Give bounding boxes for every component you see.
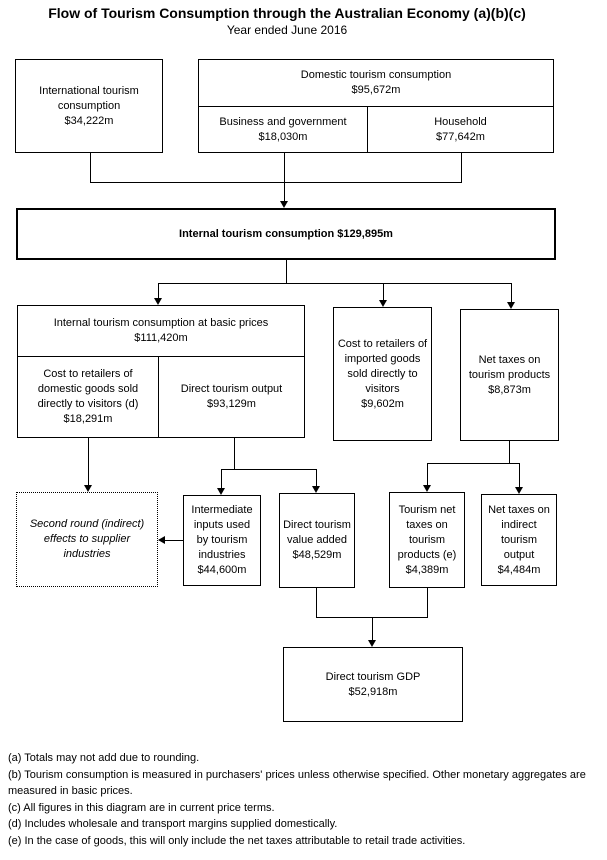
page-title: Flow of Tourism Consumption through the … (48, 5, 526, 21)
box-net-taxes-indirect-output: Net taxes on indirect tourism output $4,… (481, 494, 557, 586)
arrow-down-icon (217, 488, 225, 495)
box-label: Direct tourism GDP (325, 670, 421, 683)
basic-prices-header: Internal tourism consumption at basic pr… (18, 306, 304, 357)
flow-line (221, 469, 316, 470)
box-value: $48,529m (292, 549, 342, 561)
flow-line (427, 463, 520, 464)
flow-line (509, 441, 510, 463)
box-value: $52,918m (348, 685, 398, 698)
flow-line (165, 540, 183, 541)
box-label: Intermediate inputs used by tourism indu… (191, 504, 253, 561)
box-label: Net taxes on tourism products (468, 353, 551, 381)
arrow-left-icon (158, 536, 165, 544)
flow-line (316, 588, 317, 617)
box-cost-retailers-domestic-goods: Cost to retailers of domestic goods sold… (18, 357, 159, 437)
footnote: (d) Includes wholesale and transport mar… (8, 818, 338, 830)
flow-line (372, 617, 373, 640)
box-value: $18,030m (258, 130, 308, 143)
box-value: $4,484m (497, 563, 541, 576)
box-value: $93,129m (207, 398, 256, 410)
box-direct-tourism-value-added: Direct tourism value added $48,529m (279, 493, 355, 588)
flow-line (284, 153, 285, 201)
box-label: Direct tourism value added (283, 519, 351, 546)
box-value: $9,602m (361, 397, 404, 410)
box-label: consumption (57, 99, 121, 112)
box-label: Household (434, 115, 487, 128)
box-tourism-net-taxes-products: Tourism net taxes on tourism products (e… (389, 492, 465, 588)
box-internal-consumption-basic-prices: Internal tourism consumption at basic pr… (17, 305, 305, 438)
box-label: Business and government (219, 115, 347, 128)
box-internal-tourism-consumption: Internal tourism consumption $129,895m (16, 208, 556, 260)
arrow-down-icon (154, 298, 162, 305)
box-value: $44,600m (197, 564, 247, 576)
box-direct-tourism-output: Direct tourism output $93,129m (159, 357, 304, 437)
flow-line (90, 153, 91, 182)
box-value: $34,222m (64, 114, 114, 127)
box-international-tourism-consumption: International tourism consumption $34,22… (15, 59, 163, 153)
arrow-down-icon (507, 302, 515, 309)
arrow-down-icon (379, 300, 387, 307)
box-label: Direct tourism output (180, 383, 283, 395)
box-label: International tourism (39, 84, 139, 97)
box-label: Internal tourism consumption at basic pr… (53, 317, 269, 329)
footnotes: (a) Totals may not add due to rounding. … (8, 750, 602, 849)
flow-line (427, 588, 428, 617)
flow-line (519, 463, 520, 487)
box-label: Cost to retailers of domestic goods sold… (37, 368, 139, 410)
flow-line (158, 283, 512, 284)
footnote: (a) Totals may not add due to rounding. (8, 752, 200, 764)
arrow-down-icon (280, 201, 288, 208)
footnote: (e) In the case of goods, this will only… (8, 834, 466, 847)
arrow-down-icon (368, 640, 376, 647)
box-label: Tourism net taxes on tourism products (e… (397, 503, 457, 561)
box-value: $4,389m (405, 563, 449, 576)
box-label: Cost to retailers of imported goods sold… (337, 337, 428, 395)
box-label: Internal tourism consumption $129,895m (179, 227, 393, 240)
box-direct-tourism-gdp: Direct tourism GDP $52,918m (283, 647, 463, 722)
flow-line (234, 438, 235, 469)
flow-line (383, 283, 384, 300)
box-intermediate-inputs: Intermediate inputs used by tourism indu… (183, 495, 261, 586)
flow-line (90, 182, 462, 183)
box-value: $111,420m (134, 332, 188, 344)
box-value: $18,291m (63, 413, 113, 425)
flow-line (316, 469, 317, 486)
box-second-round-indirect-effects: Second round (indirect) effects to suppl… (16, 492, 158, 587)
domestic-header: Domestic tourism consumption $95,672m (199, 60, 553, 107)
flow-line (221, 469, 222, 488)
box-label: Domestic tourism consumption (300, 69, 452, 81)
page-subtitle: Year ended June 2016 (226, 23, 348, 37)
box-household: Household $77,642m (368, 107, 553, 152)
box-label: Net taxes on indirect tourism output (488, 503, 550, 561)
box-value: $95,672m (351, 84, 401, 96)
flow-line (461, 153, 462, 182)
box-value: $77,642m (436, 130, 485, 143)
arrow-down-icon (312, 486, 320, 493)
footnote: (b) Tourism consumption is measured in p… (8, 768, 586, 798)
box-business-and-government: Business and government $18,030m (199, 107, 368, 152)
box-cost-retailers-imported-goods: Cost to retailers of imported goods sold… (333, 307, 432, 441)
arrow-down-icon (423, 485, 431, 492)
arrow-down-icon (84, 485, 92, 492)
box-value: $8,873m (488, 383, 531, 396)
box-domestic-tourism-consumption: Domestic tourism consumption $95,672m Bu… (198, 59, 554, 153)
flow-line (286, 260, 287, 283)
flow-line (511, 283, 512, 302)
box-label: Second round (indirect) effects to suppl… (29, 518, 145, 560)
footnote: (c) All figures in this diagram are in c… (8, 801, 275, 814)
flow-line (158, 283, 159, 298)
flow-line (427, 463, 428, 485)
flow-line (88, 438, 89, 485)
arrow-down-icon (515, 487, 523, 494)
box-net-taxes-tourism-products: Net taxes on tourism products $8,873m (460, 309, 559, 441)
